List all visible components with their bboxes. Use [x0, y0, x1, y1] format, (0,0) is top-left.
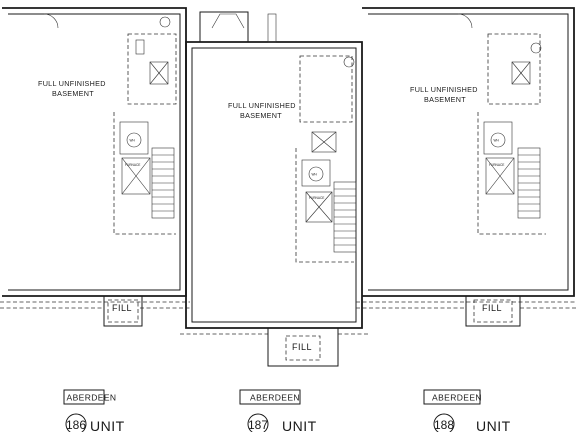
unit-188-number: 188 — [434, 418, 454, 432]
unit-186-plan: WH FURNACE FULL UNFINISHED BASEMENT FILL — [0, 7, 190, 327]
unit-187-fill-porch — [267, 327, 339, 367]
unit-188-basement-label-line1: FULL UNFINISHED — [410, 85, 478, 94]
unit-186-title: ABERDEEN 186 UNIT — [63, 389, 125, 432]
unit-186-stairs — [151, 147, 175, 219]
unit-187-plan: WH FURNACE FULL UNFINISHED BASEMENT FILL — [180, 11, 368, 367]
unit-187-title: ABERDEEN 187 UNIT — [239, 389, 317, 432]
unit-188-furnace-label: FURNACE — [489, 163, 504, 167]
unit-188-bathroom-rough-in — [487, 33, 541, 105]
unit-187-furnace-label: FURNACE — [309, 196, 324, 200]
unit-187-bathroom-rough-in — [299, 55, 353, 123]
unit-186-furnace-label: FURNACE — [125, 163, 140, 167]
unit-188-model-name: ABERDEEN — [432, 393, 482, 403]
unit-186-number: 186 — [66, 418, 86, 432]
unit-188-unit-word: UNIT — [476, 418, 511, 432]
unit-188-number-circle — [433, 413, 455, 432]
unit-188-model-box — [423, 389, 481, 405]
unit-188-water-heater-icon — [490, 132, 506, 148]
unit-188-title: ABERDEEN 188 UNIT — [423, 389, 511, 432]
unit-187-water-heater-icon — [308, 166, 324, 182]
unit-187-model-name: ABERDEEN — [250, 393, 300, 403]
unit-187-number-circle — [247, 413, 269, 432]
unit-188-stairs — [517, 147, 541, 219]
unit-187-sump-pit-icon — [343, 56, 355, 68]
unit-186-sump-pit-icon — [159, 16, 171, 28]
unit-186-number-circle — [65, 413, 87, 432]
unit-186-basement-label-line2: BASEMENT — [52, 89, 94, 98]
unit-186-bathroom-rough-in — [127, 33, 177, 105]
unit-187-wh-label: WH — [312, 173, 318, 177]
unit-187-rear-entry — [199, 11, 249, 43]
unit-188-plan: WH FURNACE FULL UNFINISHED BASEMENT FILL — [356, 7, 576, 327]
unit-187-basement-label-line1: FULL UNFINISHED — [228, 101, 296, 110]
unit-186-fill-porch — [103, 295, 143, 327]
unit-188-basement-label-line2: BASEMENT — [424, 95, 466, 104]
unit-186-water-heater-icon — [126, 132, 142, 148]
unit-188-wh-label: WH — [494, 139, 500, 143]
unit-186-unit-word: UNIT — [90, 418, 125, 432]
unit-187-fill-label: FILL — [292, 342, 312, 352]
unit-187-unit-word: UNIT — [282, 418, 317, 432]
unit-186-basement-label-line1: FULL UNFINISHED — [38, 79, 106, 88]
unit-186-model-box — [63, 389, 105, 405]
unit-187-stairs — [333, 181, 357, 253]
unit-186-fill-label: FILL — [112, 303, 132, 313]
unit-187-number: 187 — [248, 418, 268, 432]
unit-186-wh-label: WH — [130, 139, 136, 143]
unit-187-basement-label-line2: BASEMENT — [240, 111, 282, 120]
unit-188-fill-porch — [465, 295, 521, 327]
unit-188-fill-label: FILL — [482, 303, 502, 313]
unit-188-sump-pit-icon — [530, 42, 542, 54]
unit-186-model-name: ABERDEEN — [67, 393, 117, 403]
unit-187-model-box — [239, 389, 301, 405]
